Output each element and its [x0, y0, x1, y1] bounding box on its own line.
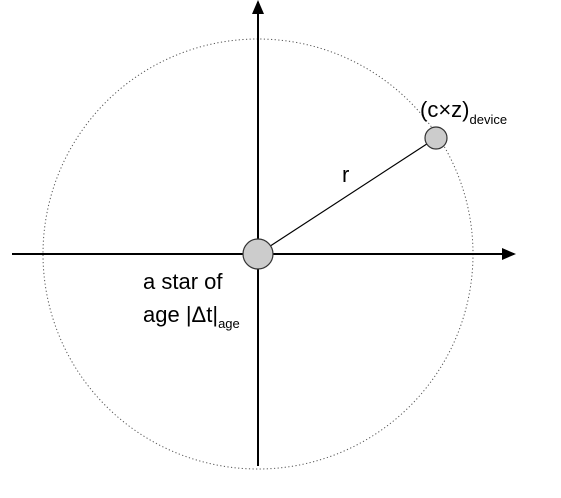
star-label-age-main: age |Δt|: [143, 302, 218, 327]
device-label: (c×z)device: [420, 97, 507, 127]
star-point: [242, 238, 274, 270]
device-point: [424, 126, 448, 150]
star-label-line2: age |Δt|age: [143, 302, 240, 331]
device-label-main: (c×z): [420, 97, 470, 122]
device-label-subscript: device: [470, 112, 508, 127]
star-label-age-subscript: age: [218, 316, 240, 331]
star-label-line1: a star of: [143, 269, 223, 294]
radius-label: r: [342, 162, 349, 187]
radius-line: [257, 137, 437, 255]
